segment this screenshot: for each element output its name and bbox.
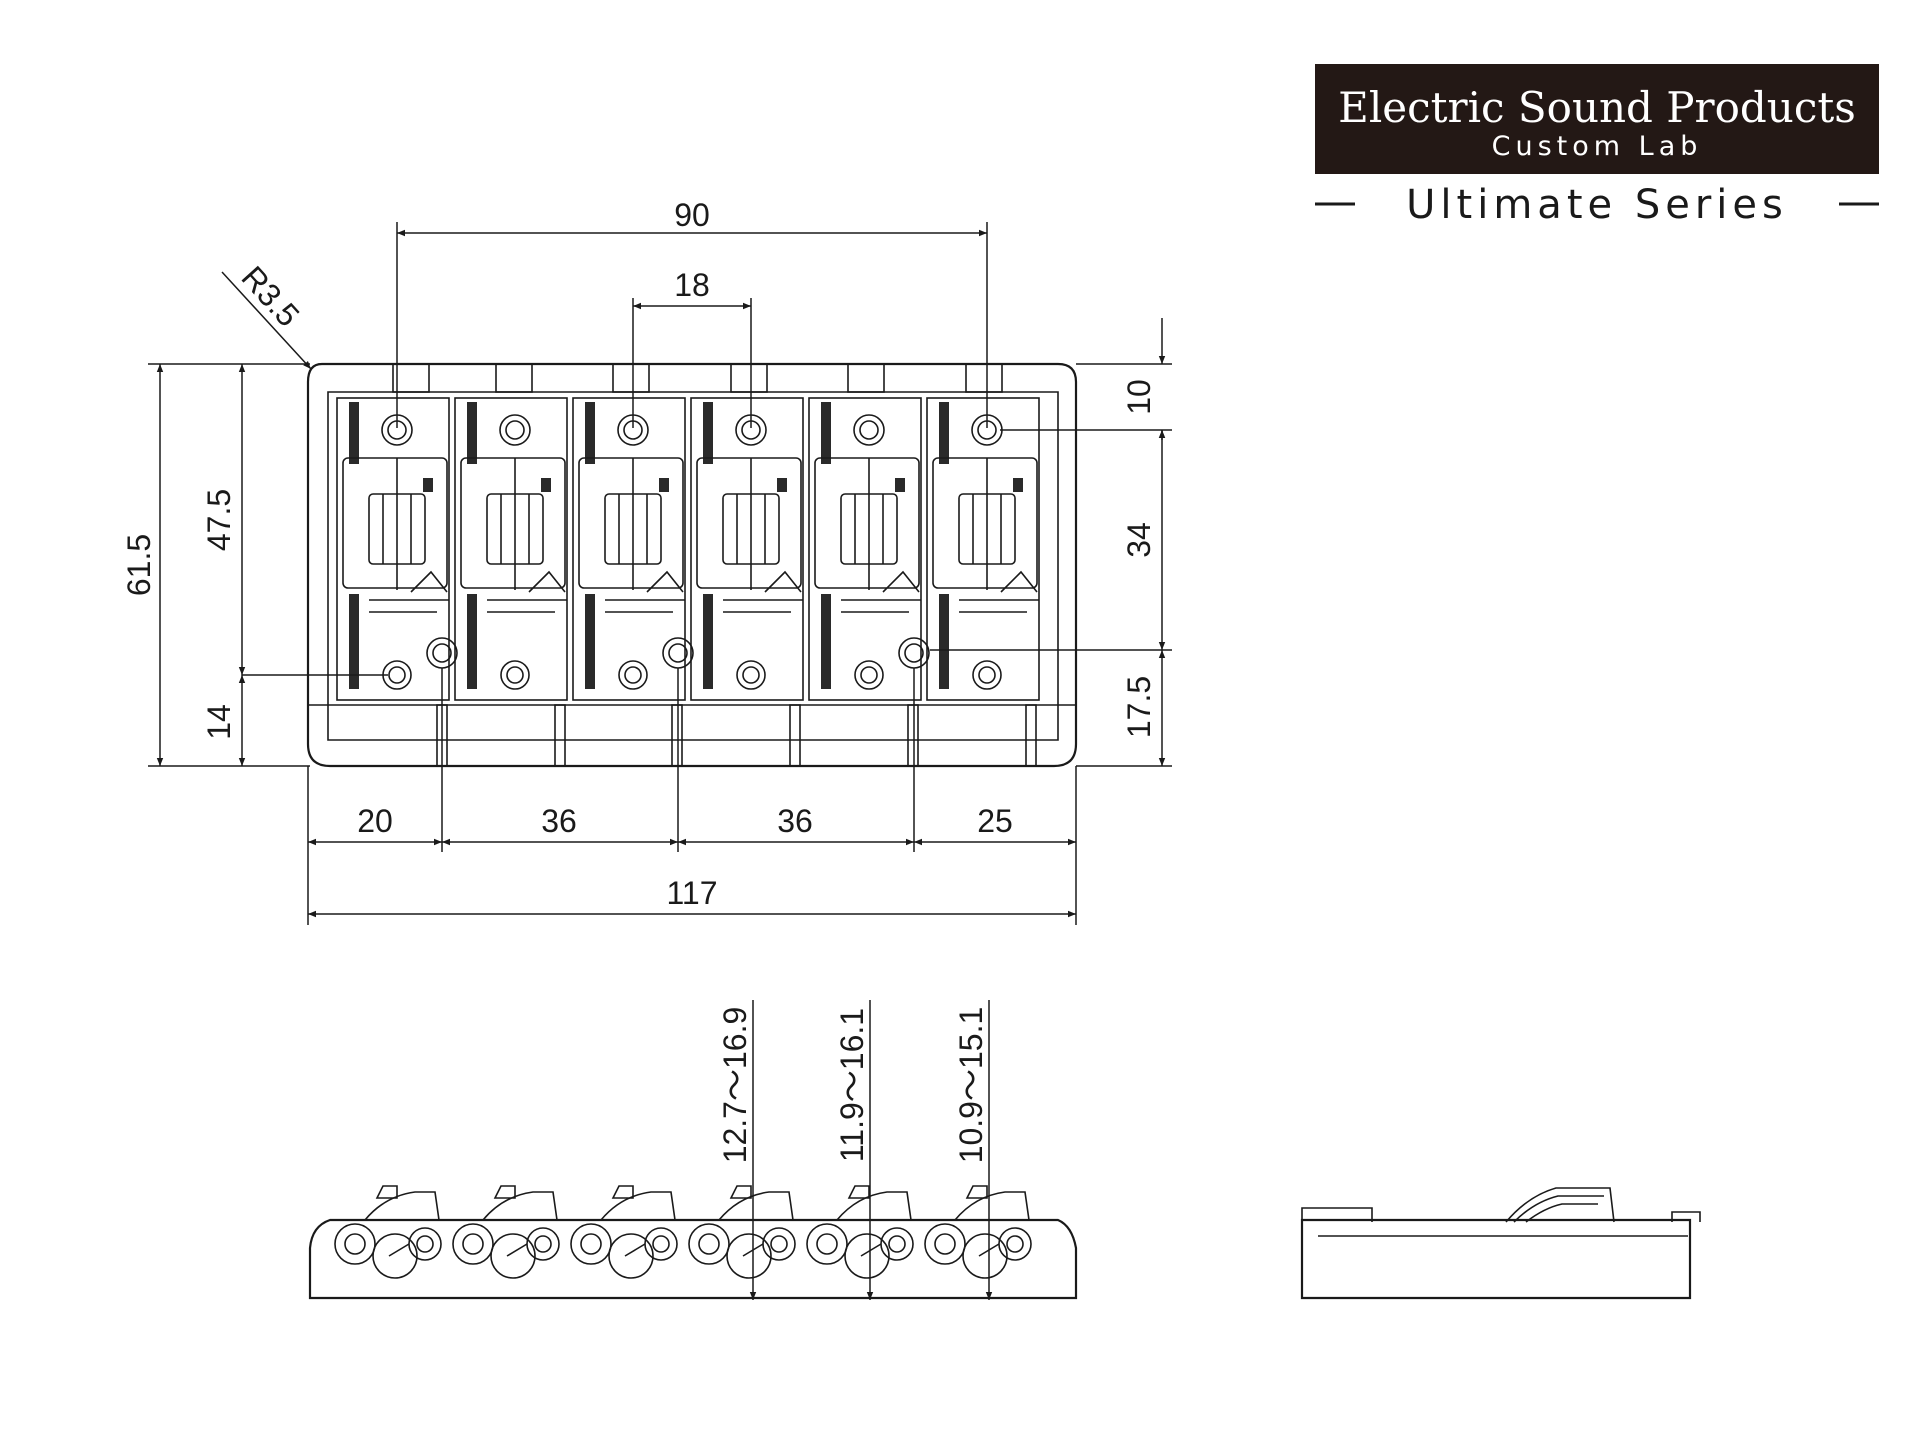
saddle-body [460,457,566,589]
adjust-screw [821,402,831,464]
adjust-screw [703,594,713,689]
base-plate-inner [327,391,1059,741]
adjust-screw [703,402,713,464]
dim-screw-to-bottom: 47.5 [201,489,237,551]
dim-overall-length: 117 [666,875,717,911]
saddle-barrel [726,1233,772,1279]
brand-logo: Electric Sound Products Custom Lab Ultim… [1315,64,1879,228]
saddle-group [336,397,1040,701]
logo-subtitle: Custom Lab [1492,131,1703,162]
dim-corner-radius: R3.5 [235,259,307,333]
roller [570,1223,612,1265]
saddle-barrel [490,1233,536,1279]
adjust-screw [939,594,949,689]
dim-mount-spacing-a: 36 [541,803,577,839]
dim-outer-screw-span: 90 [674,197,710,233]
dim-radius-leader [221,271,312,370]
height-range-2: 11.9～16.1 [834,1008,870,1162]
logo-background [1315,64,1879,174]
side-profile-saddle [1505,1187,1615,1223]
saddle-body [814,457,920,589]
saddle [926,397,1040,701]
logo-series: Ultimate Series [1406,182,1788,228]
top-view: 90 18 R3.5 61.5 47.5 14 10 34 17.5 [121,197,1172,925]
dim-string-spacing: 18 [674,267,710,303]
roller [688,1223,730,1265]
saddle [454,397,568,701]
dim-left-offset: 20 [357,803,393,839]
intonation-screw [736,660,766,690]
top-tabs [392,363,1003,393]
dim-lower-screw-from-bottom: 14 [201,704,237,740]
saddle [690,397,804,701]
saddle [808,397,922,701]
adjust-screw [585,402,595,464]
roller [806,1223,848,1265]
side-profile-body [1300,1218,1692,1300]
saddle-body [578,457,684,589]
saddle-body [932,457,1038,589]
saddle [336,397,450,701]
adjust-screw [467,594,477,689]
side-profile-view [1300,1187,1701,1300]
front-view-body [308,1218,1078,1300]
roller [452,1223,494,1265]
front-saddle-group [334,1185,1032,1279]
adjust-screw [349,402,359,464]
intonation-screw [972,660,1002,690]
saddle-barrel [962,1233,1008,1279]
front-saddle [334,1185,442,1279]
dim-screw-to-screw-vertical: 34 [1121,522,1157,558]
string-hole [853,414,885,446]
front-saddle [806,1185,914,1279]
height-range-1: 12.7～16.9 [717,1007,753,1164]
adjust-screw [467,402,477,464]
intonation-screw [500,660,530,690]
intonation-screw [618,660,648,690]
dim-overall-width: 61.5 [121,534,157,596]
front-view: 12.7～16.9 11.9～16.1 10.9～15.1 [308,1000,1078,1300]
saddle-barrel [372,1233,418,1279]
adjust-screw [349,594,359,689]
adjust-screw [585,594,595,689]
adjust-screw [821,594,831,689]
base-plate-outline [306,362,1078,768]
adjust-screw [939,402,949,464]
dim-mount-spacing-b: 36 [777,803,813,839]
height-range-3: 10.9～15.1 [953,1007,989,1164]
string-hole [499,414,531,446]
front-saddle [570,1185,678,1279]
intonation-screw [854,660,884,690]
dim-mount-from-bottom: 17.5 [1121,676,1157,738]
saddle [572,397,686,701]
dim-right-offset: 25 [977,803,1013,839]
bottom-slots [308,704,1076,767]
roller [924,1223,966,1265]
front-saddle [924,1185,1032,1279]
saddle-body [696,457,802,589]
dim-top-to-screw: 10 [1121,379,1157,415]
logo-title: Electric Sound Products [1338,83,1856,132]
roller [334,1223,376,1265]
saddle-barrel [608,1233,654,1279]
front-saddle [452,1185,560,1279]
saddle-body [342,457,448,589]
saddle-barrel [844,1233,890,1279]
